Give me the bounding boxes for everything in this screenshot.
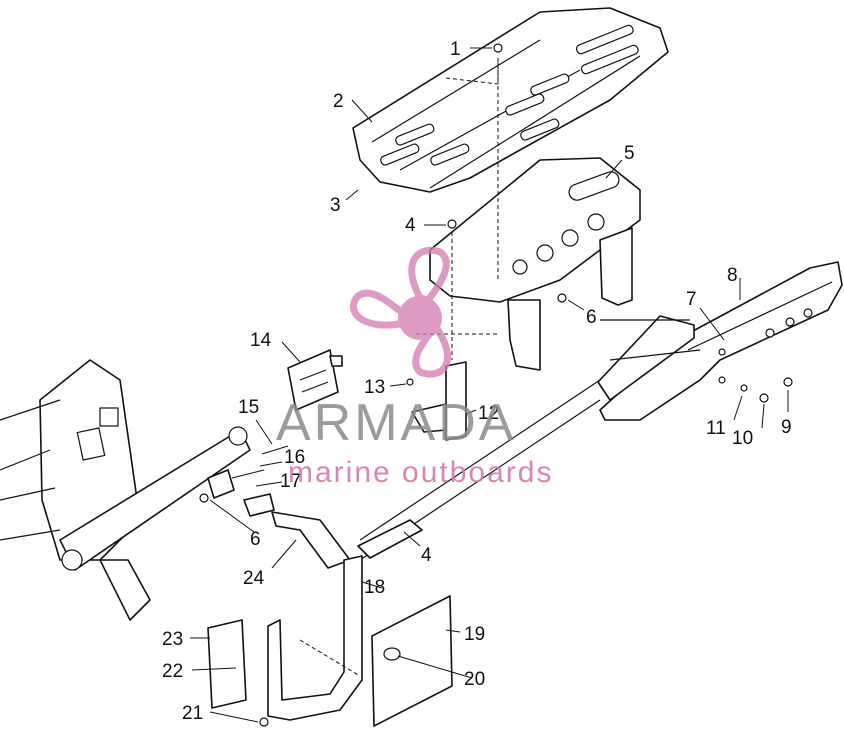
rack-slots	[380, 24, 639, 166]
light-bracket	[411, 361, 467, 441]
rack-support	[429, 157, 641, 371]
mudflap	[371, 595, 453, 727]
reference-lines	[299, 58, 500, 677]
callout-14: 14	[250, 330, 272, 351]
callout-8: 8	[727, 265, 738, 286]
callout-20: 20	[464, 669, 485, 690]
callout-4-top: 4	[405, 215, 416, 236]
callout-21: 21	[182, 703, 203, 724]
callout-7: 7	[686, 289, 697, 310]
hitch-parts	[207, 445, 351, 569]
watermark: ARMADA marine outboards	[276, 246, 553, 489]
callout-10: 10	[732, 428, 753, 449]
callout-4-bottom: 4	[421, 545, 432, 566]
tail-light	[287, 349, 343, 411]
callout-1: 1	[450, 39, 461, 60]
callout-15: 15	[238, 397, 259, 418]
callout-22: 22	[162, 661, 183, 682]
callout-17: 17	[280, 471, 301, 492]
fasteners	[199, 43, 793, 503]
callout-13: 13	[364, 377, 385, 398]
callout-12: 12	[478, 403, 499, 424]
callout-6-right: 6	[586, 307, 597, 328]
mudflap-frame	[267, 519, 423, 721]
watermark-brand: ARMADA	[276, 394, 516, 452]
callout-6-left: 6	[250, 529, 261, 550]
callout-leaders	[190, 47, 789, 723]
callout-16: 16	[284, 447, 305, 468]
propeller-logo-icon	[350, 246, 452, 378]
callout-2: 2	[333, 91, 344, 112]
callout-5: 5	[624, 143, 635, 164]
frame-left	[0, 359, 251, 621]
frame-rail	[359, 319, 701, 561]
callout-23: 23	[162, 629, 183, 650]
callout-labels: 1 2 3 4 5 6 7 8 9 10 11 12 13 14 15 16 1…	[162, 39, 792, 724]
callout-11: 11	[706, 418, 726, 439]
watermark-tagline: marine outboards	[288, 456, 553, 489]
callout-3: 3	[330, 195, 341, 216]
callout-19: 19	[464, 624, 485, 645]
rear-rack	[352, 7, 669, 193]
callout-18: 18	[364, 577, 385, 598]
callout-9: 9	[781, 417, 792, 438]
rear-bumper	[597, 261, 843, 421]
side-plate	[207, 619, 269, 727]
callout-24: 24	[243, 568, 265, 589]
